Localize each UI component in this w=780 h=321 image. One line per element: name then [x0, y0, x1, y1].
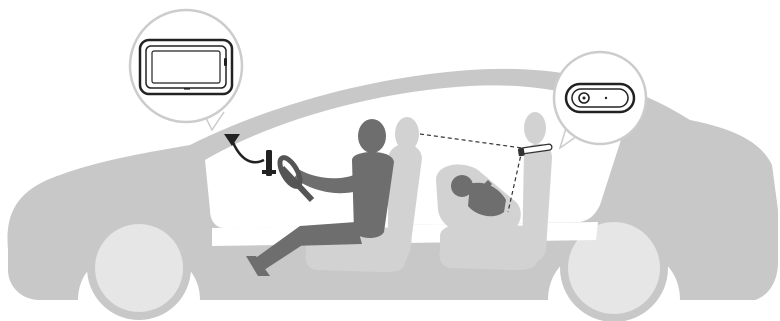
camera-icon	[566, 84, 634, 112]
front-wheel-hub	[95, 224, 183, 312]
rear-seat-headrest	[524, 112, 546, 144]
monitor-callout	[130, 10, 242, 130]
driver-head	[358, 119, 386, 153]
car-floor	[225, 272, 590, 300]
monitor-icon	[140, 40, 232, 94]
front-seat-headrest	[395, 117, 419, 151]
